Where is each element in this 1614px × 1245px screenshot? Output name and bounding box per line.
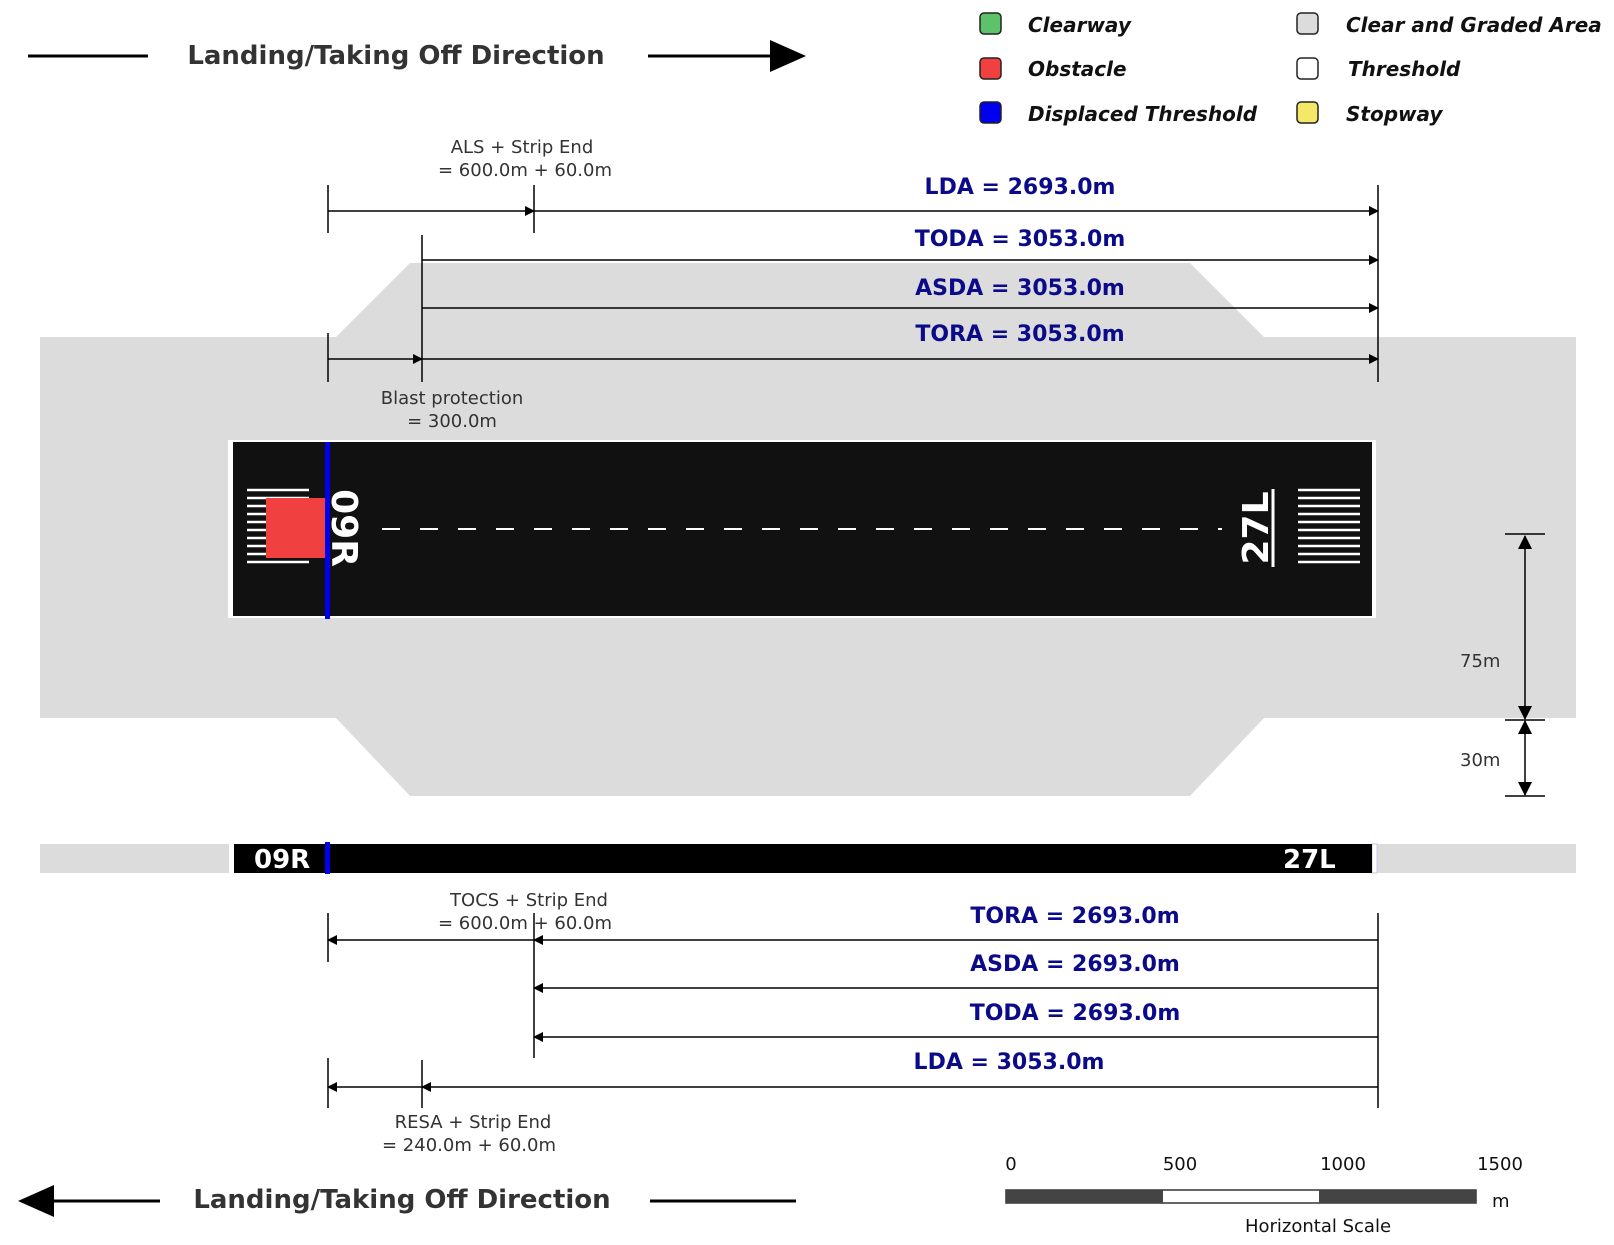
scale-segment-dark (1319, 1190, 1476, 1203)
top-direction-indicator: Landing/Taking Off Direction (28, 40, 806, 72)
side-view-designator-right: 27L (1283, 845, 1336, 875)
bottom-toda-label: TODA = 2693.0m (970, 1001, 1181, 1026)
legend-label: Clearway (1028, 13, 1132, 37)
side-view-threshold (229, 844, 234, 873)
scale-tick-label: 0 (1005, 1154, 1016, 1175)
tocs-label-line2: = 600.0m + 60.0m (438, 913, 612, 934)
bottom-declared-distances: TOCS + Strip End = 600.0m + 60.0m TORA =… (327, 890, 1379, 1156)
bottom-direction-indicator: Landing/Taking Off Direction (18, 1185, 796, 1217)
right-threshold-markings (1298, 488, 1360, 564)
scale-caption: Horizontal Scale (1245, 1216, 1391, 1237)
legend-item-stopway: Stopway (1296, 101, 1443, 126)
legend-item-threshold: Threshold (1296, 57, 1461, 81)
cga-swatch (1296, 12, 1319, 35)
legend-label: Obstacle (1028, 57, 1127, 81)
legend-item-clearway: Clearway (979, 12, 1132, 37)
legend-item-displaced-threshold: Displaced Threshold (979, 101, 1258, 126)
obstacle-marker (266, 498, 328, 558)
side-view-threshold (1371, 843, 1378, 874)
bottom-asda-label: ASDA = 2693.0m (970, 952, 1180, 977)
bottom-lda-label: LDA = 3053.0m (914, 1050, 1105, 1075)
legend-label: Threshold (1348, 57, 1461, 81)
als-label-line1: ALS + Strip End (451, 137, 594, 158)
top-asda-label: ASDA = 3053.0m (915, 276, 1125, 301)
displaced-threshold-marker (325, 442, 330, 619)
scale-unit: m (1492, 1191, 1510, 1212)
threshold-swatch (1296, 57, 1319, 80)
scale-segment-dark (1006, 1190, 1163, 1203)
resa-label-line2: = 240.0m + 60.0m (382, 1135, 556, 1156)
als-label-line2: = 600.0m + 60.0m (438, 160, 612, 181)
top-tora-label: TORA = 3053.0m (915, 322, 1124, 347)
legend-label: Displaced Threshold (1028, 102, 1258, 126)
top-lda-label: LDA = 2693.0m (925, 175, 1116, 200)
legend-item-obstacle: Obstacle (979, 57, 1127, 81)
legend-label: Clear and Graded Area (1346, 13, 1602, 37)
clearway-swatch (979, 12, 1002, 35)
tocs-label-line1: TOCS + Strip End (449, 890, 608, 911)
graded-extra-label: 30m (1460, 750, 1500, 771)
side-view-designator-left: 09R (254, 845, 310, 875)
horizontal-scale: 0 500 1000 1500 m Horizontal Scale (1005, 1154, 1523, 1237)
right-arrow-icon (770, 40, 806, 72)
runway-plan: 09R 27L (228, 440, 1376, 619)
blast-label-line1: Blast protection (381, 388, 524, 409)
legend-item-clear-and-graded-area: Clear and Graded Area (1296, 12, 1602, 37)
displaced-threshold-swatch (979, 101, 1002, 124)
stopway-swatch (1296, 101, 1319, 124)
side-view-runway (234, 844, 1372, 873)
left-arrow-icon (18, 1185, 54, 1217)
scale-tick-label: 1000 (1320, 1154, 1366, 1175)
runway-side-view: 09R 27L (40, 842, 1576, 875)
top-toda-label: TODA = 3053.0m (915, 227, 1126, 252)
bottom-tora-label: TORA = 2693.0m (970, 904, 1179, 929)
legend-label: Stopway (1346, 102, 1443, 126)
resa-label-line1: RESA + Strip End (395, 1112, 552, 1133)
legend: Clearway Obstacle Displaced Threshold Cl… (979, 12, 1602, 126)
top-declared-distances: ALS + Strip End = 600.0m + 60.0m LDA = 2… (327, 137, 1379, 432)
runway-designator-left: 09R (323, 489, 364, 567)
runway-designator-right: 27L (1236, 491, 1277, 564)
scale-tick-label: 1500 (1477, 1154, 1523, 1175)
bottom-direction-label: Landing/Taking Off Direction (193, 1185, 610, 1215)
scale-tick-label: 500 (1163, 1154, 1197, 1175)
side-view-displaced-threshold (325, 842, 330, 874)
obstacle-swatch (979, 57, 1002, 80)
blast-label-line2: = 300.0m (407, 411, 497, 432)
half-strip-label: 75m (1460, 651, 1500, 672)
top-direction-label: Landing/Taking Off Direction (187, 41, 604, 71)
vertical-dimensions: 75m 30m (1460, 533, 1545, 797)
